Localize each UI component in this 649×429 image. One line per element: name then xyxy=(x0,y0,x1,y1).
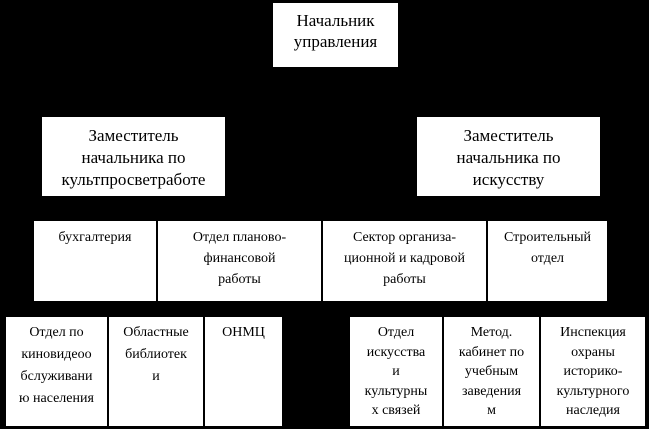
box-accounting: бухгалтерия xyxy=(34,221,156,301)
box-regional-libraries: Областные библиотек и xyxy=(109,317,203,426)
box-construction-department: Строительный отдел xyxy=(488,221,607,301)
box-planning-finance-department: Отдел планово- финансовой работы xyxy=(158,221,321,301)
box-deputy-cultural-education: Заместитель начальника по культпросветра… xyxy=(42,117,225,196)
box-cinema-video-service-department: Отдел по киновидеоо бслуживани ю населен… xyxy=(6,317,107,426)
box-arts-cultural-relations-department: Отдел искусства и культурны х связей xyxy=(350,317,442,426)
box-methodical-cabinet: Метод. кабинет по учебным заведения м xyxy=(444,317,539,426)
box-organizational-personnel-sector: Сектор организа- ционной и кадровой рабо… xyxy=(323,221,486,301)
box-head-of-administration: Начальник управления xyxy=(273,3,398,67)
box-onmc: ОНМЦ xyxy=(205,317,282,426)
box-heritage-protection-inspection: Инспекция охраны историко- культурного н… xyxy=(541,317,645,426)
box-deputy-arts: Заместитель начальника по искусству xyxy=(417,117,600,196)
